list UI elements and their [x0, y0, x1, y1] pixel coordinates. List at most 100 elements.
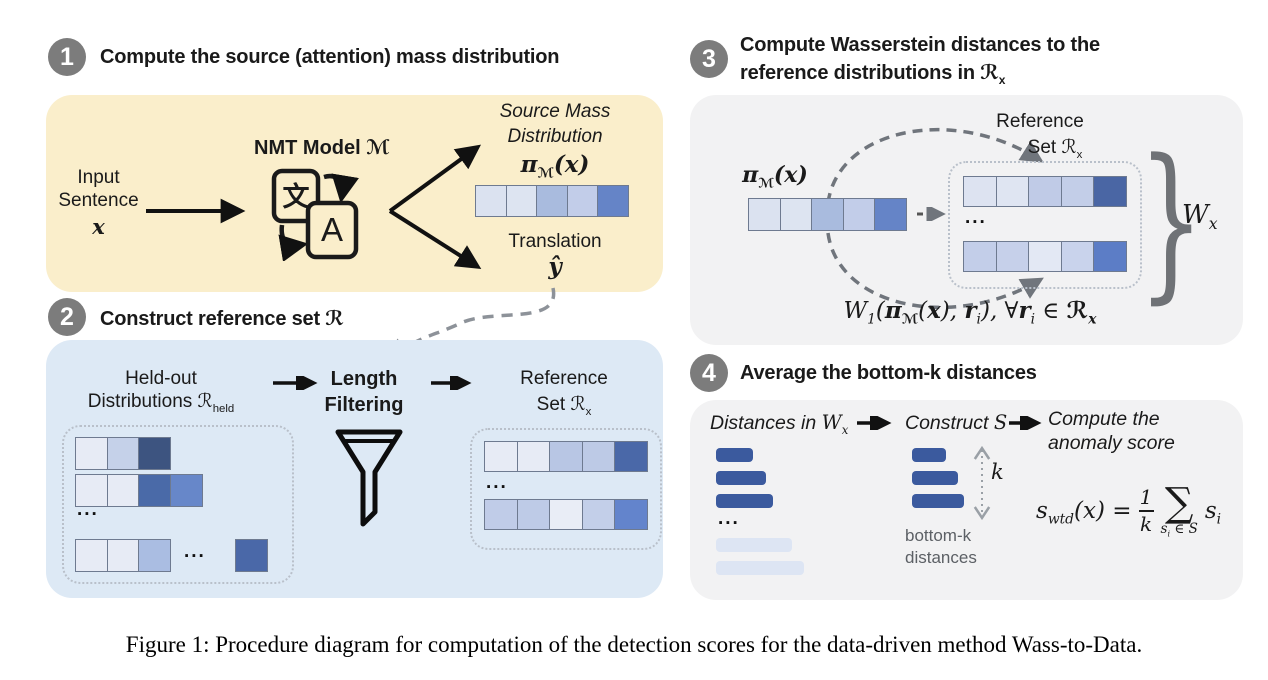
- distribution-cell: [1093, 176, 1127, 207]
- bottom-k-caption-line1: bottom-k: [905, 526, 972, 545]
- input-variable-x: x: [92, 214, 105, 239]
- heldout-row-3-ellipsis: ...: [184, 541, 206, 562]
- distribution-cell: [475, 185, 507, 217]
- panel-bottom-k: Distances in Wx Construct S Compute the …: [690, 400, 1243, 600]
- distribution-cell: [581, 441, 616, 472]
- svg-text:文: 文: [283, 181, 311, 212]
- distribution-cell: [484, 499, 518, 530]
- translation-label: Translation: [508, 231, 602, 252]
- funnel-icon: [335, 429, 403, 527]
- pi-distribution-label: πℳ(x): [520, 151, 590, 182]
- bottom-k-bars: [912, 448, 964, 517]
- wasserstein-comparison-arcs: [826, 127, 1044, 309]
- distance-bar: [716, 538, 792, 552]
- distance-bar: [716, 494, 773, 508]
- distribution-cell: [75, 437, 108, 470]
- distribution-cell: [566, 185, 599, 217]
- step-4-badge: 4: [690, 354, 728, 392]
- nmt-model-label: NMT Model ℳ: [254, 137, 390, 159]
- k-label: k: [991, 460, 1004, 484]
- distance-bar: [716, 561, 804, 575]
- reference-row-2: [963, 241, 1127, 272]
- translation-variable-yhat: ŷ: [548, 253, 562, 280]
- distance-bar: [716, 448, 753, 462]
- panel1-flow-arrows: [146, 144, 482, 269]
- panel-wasserstein: Reference Set ℛx πℳ(x) ... } Wx W1(πℳ(x)…: [690, 95, 1243, 345]
- arrow-distances-to-construct: [857, 416, 892, 430]
- distribution-cell: [842, 198, 876, 231]
- step-3-title-line2: reference distributions in ℛx: [740, 62, 1006, 87]
- distribution-cell: [1060, 176, 1095, 207]
- distribution-cell: [963, 241, 997, 272]
- distance-bar: [912, 448, 946, 462]
- distribution-cell: [106, 539, 140, 572]
- distribution-cell: [597, 185, 629, 217]
- distribution-cell: [995, 241, 1030, 272]
- heldout-label-line2: Distributions ℛheld: [87, 391, 235, 415]
- distribution-cell: [1093, 241, 1127, 272]
- distribution-cell: [779, 198, 813, 231]
- figure-caption: Figure 1: Procedure diagram for computat…: [125, 632, 1143, 657]
- distribution-cell: [484, 441, 518, 472]
- arrow-filtering-to-reference: [431, 376, 472, 390]
- step-2-badge: 2: [48, 298, 86, 336]
- reference-ellipsis: ...: [965, 207, 987, 228]
- heldout-distributions-box: ... ...: [62, 425, 294, 584]
- panel-reference-set: Held-out Distributions ℛheld Length Filt…: [46, 340, 663, 598]
- wasserstein-formula: W1(πℳ(x), ri), ∀ri ∈ ℛx: [843, 297, 1097, 328]
- distance-bar: [716, 471, 766, 485]
- distribution-cell: [75, 539, 108, 572]
- distance-bars-light: [716, 538, 804, 584]
- distribution-cell: [106, 437, 140, 470]
- distribution-cell: [963, 176, 997, 207]
- heldout-row-1: [75, 437, 171, 470]
- panel-source-mass: Input Sentence x NMT Model ℳ 文 A Source …: [46, 95, 663, 292]
- arrow-construct-to-score: [1009, 416, 1042, 430]
- input-sentence-line2: Sentence: [58, 190, 139, 211]
- heldout-label-line1: Held-out: [125, 368, 197, 389]
- distribution-cell: [1060, 241, 1095, 272]
- reference-row-1: [963, 176, 1127, 207]
- wasserstein-brace: }: [1138, 123, 1205, 319]
- distribution-cell: [1028, 176, 1062, 207]
- distances-label: Distances in Wx: [710, 411, 849, 437]
- step-1-title: Compute the source (attention) mass dist…: [100, 46, 560, 68]
- source-mass-line1: Source Mass: [499, 101, 611, 122]
- summand: si: [1204, 497, 1222, 528]
- distribution-cell: [505, 185, 538, 217]
- distribution-cell: [874, 198, 907, 231]
- distribution-cell: [1028, 241, 1062, 272]
- length-filtering-line1: Length: [330, 368, 398, 390]
- length-filtering-line2: Filtering: [324, 394, 404, 416]
- distribution-cell: [536, 185, 568, 217]
- compute-score-line2: anomaly score: [1048, 432, 1175, 454]
- score-symbol: swtd(x) =: [1036, 497, 1132, 528]
- reference-row-2: [484, 499, 648, 530]
- step-3-title-line1: Compute Wasserstein distances to the: [740, 34, 1100, 56]
- distribution-cell: [235, 539, 268, 572]
- distribution-cell: [581, 499, 616, 530]
- distribution-cell: [748, 198, 781, 231]
- distance-bar: [912, 494, 964, 508]
- distribution-cell: [516, 499, 551, 530]
- summation: ∑si ∈ S: [1160, 480, 1198, 539]
- distribution-cell: [614, 441, 648, 472]
- arrow-pi-to-refbox: [917, 207, 946, 221]
- k-range-arrow: [973, 445, 991, 521]
- source-mass-distribution-row: [475, 185, 629, 217]
- wasserstein-set-label: Wx: [1182, 200, 1218, 234]
- step-3-badge: 3: [690, 40, 728, 78]
- step-2-title: Construct reference set ℛ: [100, 308, 344, 330]
- arrow-heldout-to-filtering: [273, 376, 318, 390]
- reference-row-1: [484, 441, 648, 472]
- distribution-cell: [811, 198, 844, 231]
- step-1-badge: 1: [48, 38, 86, 76]
- heldout-row-2: [75, 474, 203, 507]
- pi-distribution-row: [748, 198, 907, 231]
- distance-bars-dark: [716, 448, 773, 517]
- reference-ellipsis: ...: [486, 472, 508, 493]
- input-sentence-line1: Input: [77, 167, 120, 188]
- translate-icon: 文 A: [271, 168, 359, 261]
